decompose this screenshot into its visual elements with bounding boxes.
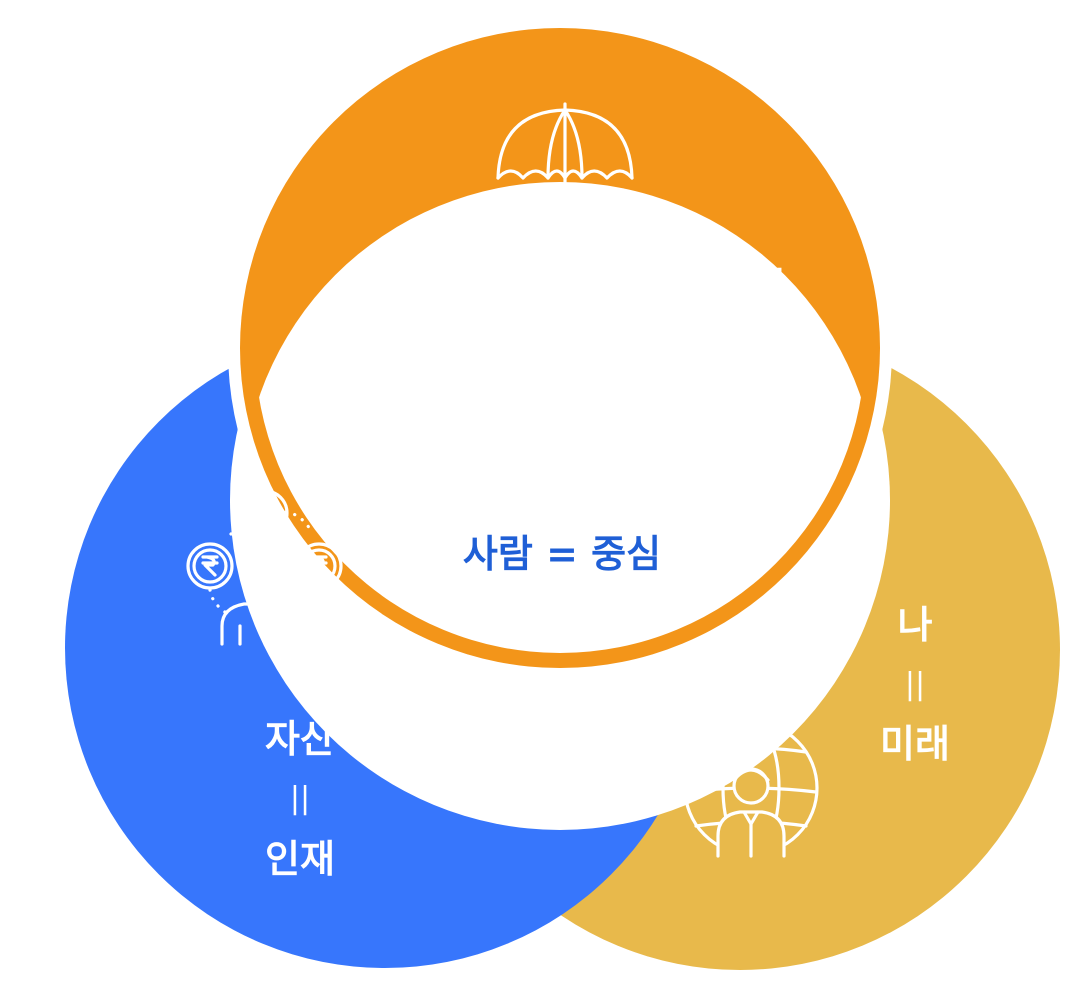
self-equals: || <box>905 667 925 702</box>
self-label-bottom: 미래 <box>880 722 950 766</box>
assets-label-top: 자산 <box>265 717 335 761</box>
person-rupee-coins-icon <box>186 489 343 646</box>
center-lens <box>255 182 865 653</box>
customer-equals: || <box>740 329 760 364</box>
globe-person-icon <box>683 720 819 858</box>
umbrella-people-icon <box>485 102 641 264</box>
customer-label-top: 고객 <box>715 265 785 309</box>
assets-label-bottom: 인재 <box>265 837 335 881</box>
customer-label-bottom: 스승 <box>715 383 785 427</box>
center-label: 사람 = 중심 <box>463 532 661 576</box>
self-label-top: 나 <box>898 603 933 647</box>
assets-equals: || <box>290 781 310 816</box>
